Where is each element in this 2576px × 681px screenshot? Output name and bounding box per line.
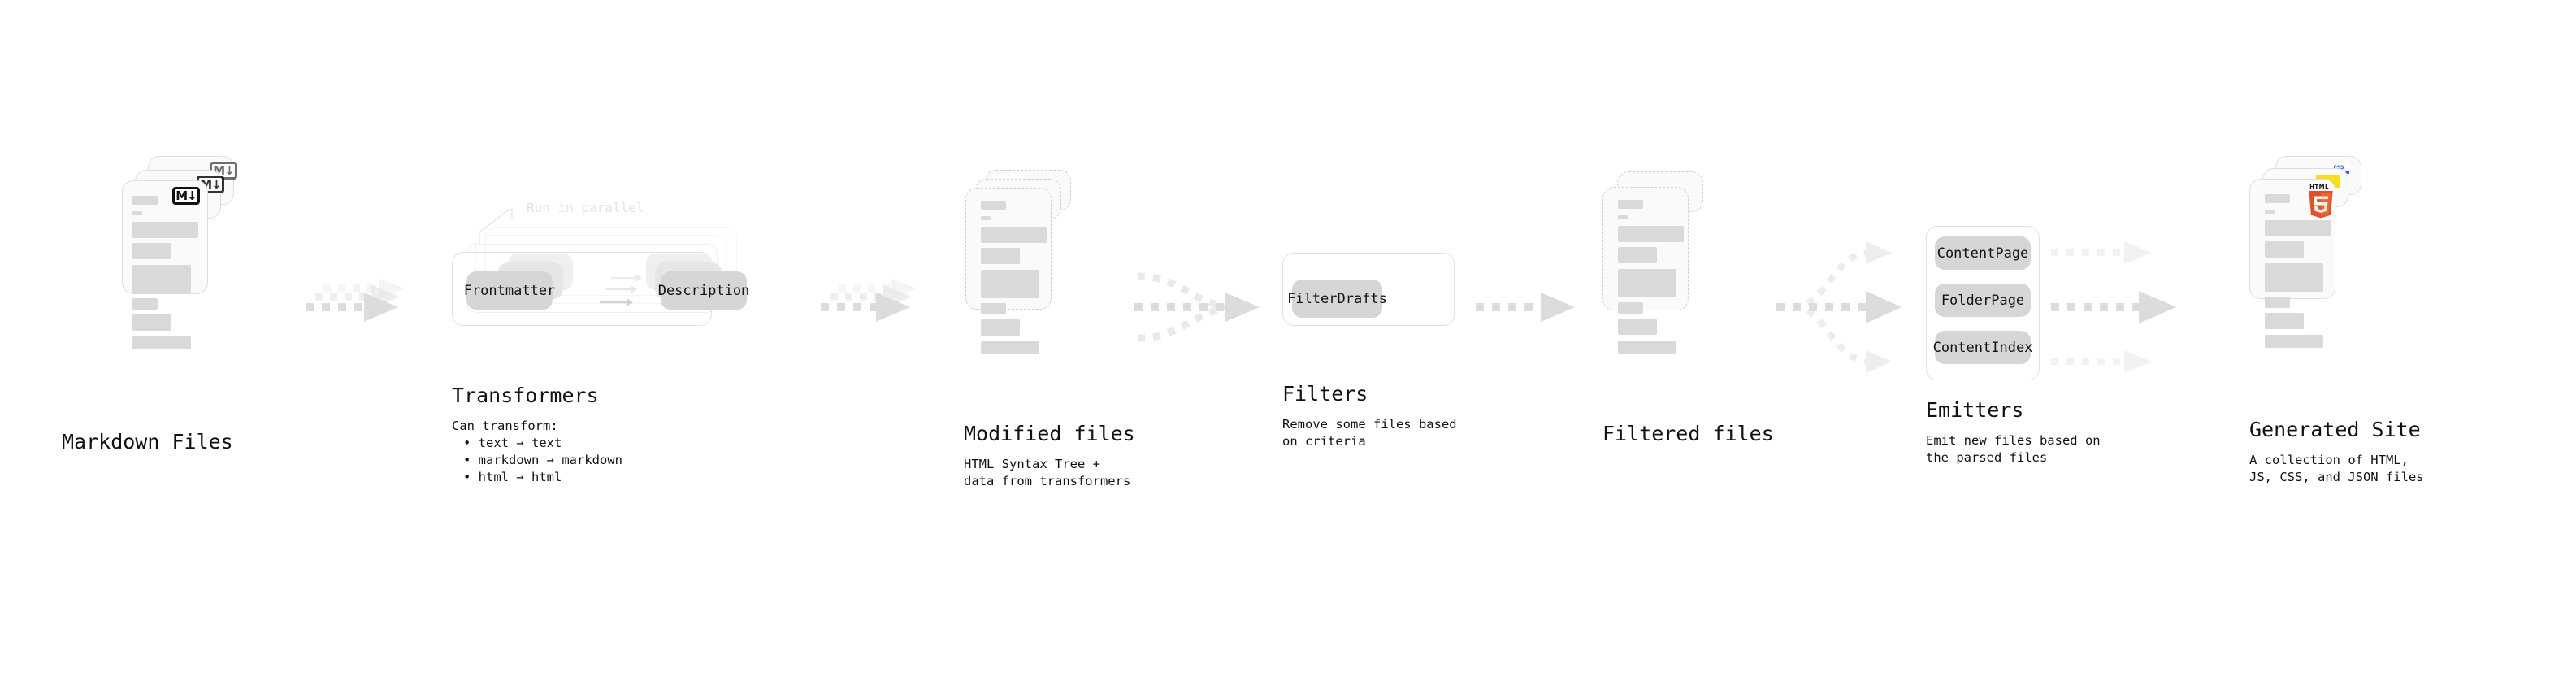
filters-group-box bbox=[1282, 253, 1455, 326]
doc-line-bar bbox=[132, 298, 158, 310]
doc-line-bar bbox=[1618, 302, 1643, 314]
doc-line-bar bbox=[132, 243, 171, 259]
arrow-transformers-to-modified bbox=[821, 278, 917, 322]
chip-label: ContentPage bbox=[1936, 245, 2029, 262]
stage-title-modified-files: Modified files bbox=[964, 422, 1135, 445]
emitter-chip-folderpage[interactable]: FolderPage bbox=[1935, 284, 2031, 317]
doc-line-bar bbox=[981, 341, 1039, 354]
stage-title-transformers: Transformers bbox=[452, 384, 599, 407]
chip-label: ContentIndex bbox=[1932, 339, 2033, 356]
doc-heading-bar bbox=[981, 201, 1006, 210]
doc-line-bar bbox=[132, 336, 191, 349]
emitters-group-box bbox=[1926, 226, 2040, 380]
markdown-badge: M↓ bbox=[172, 187, 200, 205]
doc-line-bar bbox=[981, 270, 1039, 298]
stage-subtitle-emitters: Emit new files based on the parsed files bbox=[1926, 433, 2101, 465]
doc-line-bar bbox=[2265, 313, 2304, 329]
html5-badge-label: HTML bbox=[2309, 184, 2329, 190]
doc-line-bar bbox=[981, 248, 1020, 264]
doc-heading-bar bbox=[132, 196, 158, 205]
transformers-capability-list: • text → text • markdown → markdown • ht… bbox=[452, 435, 622, 486]
doc-line-bar bbox=[1618, 269, 1676, 297]
filter-chip-filterdrafts[interactable]: FilterDrafts bbox=[1287, 280, 1387, 318]
list-item: • html → html bbox=[463, 470, 562, 484]
transformers-group-back-1 bbox=[475, 235, 727, 304]
stage-subtitle-modified-files: HTML Syntax Tree + data from transformer… bbox=[964, 457, 1131, 488]
transformer-chip-frontmatter[interactable]: Frontmatter bbox=[463, 271, 556, 310]
doc-line-bar bbox=[981, 227, 1047, 243]
doc-line-bar bbox=[132, 265, 191, 293]
doc-line-bar bbox=[981, 319, 1020, 336]
markdown-badge-label: M↓ bbox=[176, 188, 197, 203]
doc-sub-bar bbox=[981, 216, 991, 220]
stage-subtitle-transformers: Can transform: bbox=[452, 419, 558, 433]
stage-title-filters: Filters bbox=[1282, 382, 1368, 406]
list-item: • markdown → markdown bbox=[463, 453, 622, 467]
doc-line-bar bbox=[2265, 241, 2304, 258]
doc-sub-bar bbox=[1618, 215, 1628, 219]
filtered-card-front bbox=[1602, 187, 1689, 354]
emitter-chip-contentindex[interactable]: ContentIndex bbox=[1932, 331, 2033, 364]
stage-subtitle-generated-site: A collection of HTML, JS, CSS, and JSON … bbox=[2249, 453, 2424, 484]
css-badge-label: CSS bbox=[2334, 166, 2344, 171]
chip-label: Description bbox=[657, 282, 750, 299]
doc-line-bar bbox=[2265, 220, 2331, 236]
arrow-markdown-to-transformers bbox=[306, 278, 405, 322]
html5-badge: HTML bbox=[2305, 184, 2334, 219]
chip-label: Frontmatter bbox=[463, 282, 556, 299]
stage-title-filtered-files: Filtered files bbox=[1602, 422, 1774, 445]
stage-title-emitters: Emitters bbox=[1926, 398, 2024, 422]
doc-line-bar bbox=[2265, 263, 2323, 292]
transformers-group-back-2 bbox=[485, 227, 737, 296]
stage-title-generated-site: Generated Site bbox=[2249, 418, 2421, 441]
doc-line-bar bbox=[132, 222, 198, 238]
chip-label: FolderPage bbox=[1941, 292, 2025, 309]
doc-line-bar bbox=[132, 314, 171, 331]
stage-title-markdown-files: Markdown Files bbox=[62, 430, 233, 453]
arrow-filters-to-filtered bbox=[1476, 293, 1575, 322]
chip-label: FilterDrafts bbox=[1287, 290, 1387, 307]
doc-heading-bar bbox=[2265, 194, 2290, 203]
list-item: • text → text bbox=[463, 436, 562, 450]
arrow-filtered-to-emitters bbox=[1776, 241, 1902, 373]
doc-sub-bar bbox=[132, 211, 142, 215]
doc-line-bar bbox=[1618, 319, 1657, 335]
doc-line-bar bbox=[1618, 247, 1657, 263]
emitter-chip-contentpage[interactable]: ContentPage bbox=[1935, 236, 2031, 270]
doc-line-bar bbox=[2265, 297, 2290, 308]
doc-line-bar bbox=[2265, 335, 2323, 348]
stage-subtitle-filters: Remove some files based on criteria bbox=[1282, 417, 1457, 449]
transformer-chip-description[interactable]: Description bbox=[657, 271, 750, 310]
arrow-modified-to-filters bbox=[1134, 272, 1260, 342]
doc-line-bar bbox=[981, 303, 1006, 314]
arrow-emitters-to-site bbox=[2051, 241, 2176, 373]
doc-line-bar bbox=[1618, 226, 1684, 242]
modified-card-front bbox=[965, 188, 1052, 354]
doc-sub-bar bbox=[2265, 210, 2275, 214]
doc-line-bar bbox=[1618, 340, 1676, 354]
run-in-parallel-annotation: Run in parallel bbox=[527, 200, 644, 215]
doc-heading-bar bbox=[1618, 200, 1643, 209]
